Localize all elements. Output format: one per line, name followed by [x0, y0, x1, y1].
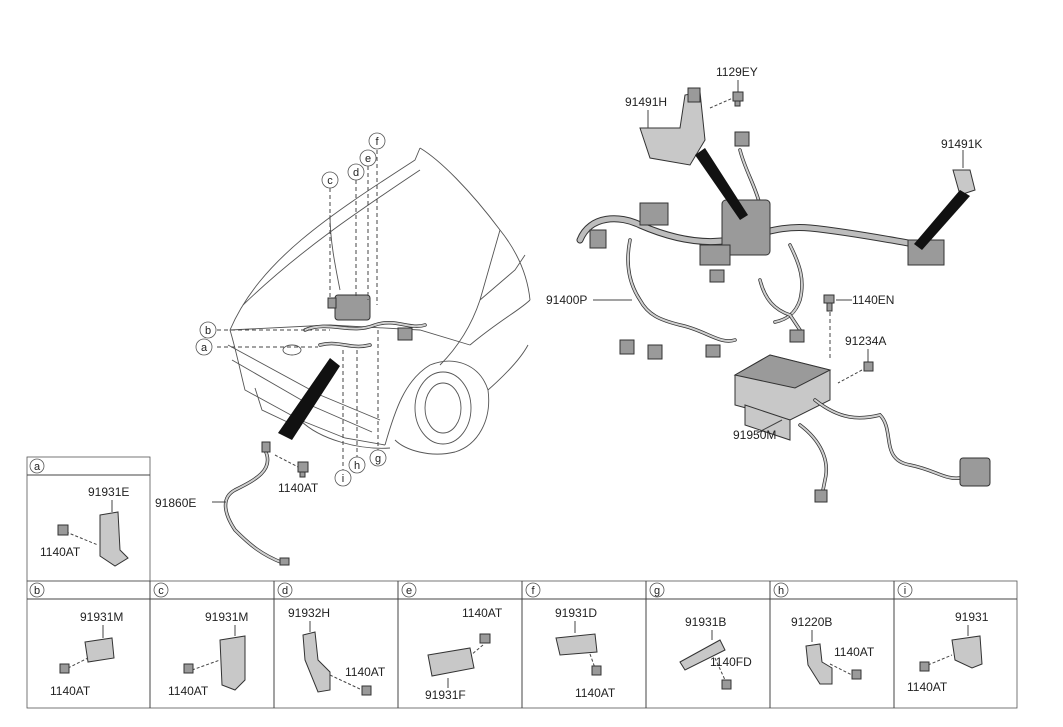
bolt-icon	[183, 663, 194, 674]
panel-g-letter: g	[654, 585, 660, 597]
panel-a-letter: a	[34, 461, 41, 473]
bolt-icon	[479, 633, 491, 644]
panel-c-bolt: 1140AT	[168, 684, 209, 698]
panel-b-letter: b	[34, 585, 40, 597]
bolt-icon	[823, 294, 835, 312]
callout-f: f	[375, 136, 379, 148]
callout-e: e	[365, 153, 371, 165]
bolt-icon	[297, 461, 309, 478]
label-1140EN: 1140EN	[852, 293, 894, 307]
detail-panel-e: e 1140AT 91931F	[401, 582, 503, 702]
bolt-icon	[361, 685, 372, 696]
callout-circles: f e d c b a g h i	[195, 132, 387, 487]
callout-b: b	[205, 325, 211, 337]
bracket-91491K	[952, 169, 976, 196]
bolt-icon	[721, 679, 732, 690]
panel-f-letter: f	[531, 585, 535, 597]
junction-box-91950M	[733, 354, 991, 503]
panel-a-bolt: 1140AT	[40, 545, 81, 559]
label-1140AT-main: 1140AT	[278, 481, 319, 495]
detail-panel-b: b 91931M 1140AT	[29, 582, 123, 698]
label-91400P: 91400P	[546, 293, 587, 307]
leader-91950M	[756, 419, 783, 434]
detail-panel-d: d 91932H 1140AT	[277, 582, 386, 696]
label-91950M: 91950M	[733, 428, 776, 442]
engine-bay-harness	[303, 294, 427, 349]
panel-b-bolt: 1140AT	[50, 684, 91, 698]
pointer-wedge-ground-cable	[278, 358, 340, 440]
panel-d-letter: d	[282, 585, 288, 597]
bolt-icon	[851, 669, 862, 680]
callout-i: i	[342, 473, 344, 485]
bolt-icon	[59, 663, 70, 674]
ground-cable-91860E	[212, 441, 309, 566]
dash-91234A	[837, 369, 863, 384]
detail-panel-i: i 91931 1140AT	[897, 582, 989, 694]
panel-e-bolt: 1140AT	[462, 606, 503, 620]
panel-f-bolt: 1140AT	[575, 686, 616, 700]
callout-a: a	[201, 342, 208, 354]
panel-d-bolt: 1140AT	[345, 665, 386, 679]
label-91491H: 91491H	[625, 95, 667, 109]
dash-1129EY	[709, 97, 734, 109]
bolt-icon	[591, 665, 602, 676]
detail-panel-h: h 91220B 1140AT	[773, 582, 875, 685]
callout-leader-lines	[217, 150, 379, 470]
vehicle-front-outline	[227, 147, 531, 455]
panel-e-part: 91931F	[425, 688, 466, 702]
bracket-91491H	[639, 87, 706, 166]
callout-h: h	[354, 460, 360, 472]
callout-g: g	[375, 453, 381, 465]
panel-a-part: 91931E	[88, 485, 129, 499]
panel-g-part: 91931B	[685, 615, 726, 629]
panel-h-bolt: 1140AT	[834, 645, 875, 659]
callout-c: c	[327, 175, 333, 187]
panel-h-letter: h	[778, 585, 784, 597]
callout-d: d	[353, 167, 359, 179]
bolt-icon	[57, 524, 69, 536]
label-91860E: 91860E	[155, 496, 196, 510]
main-harness-91400P	[576, 131, 945, 360]
detail-panel-f: f 91931D 1140AT	[525, 582, 616, 700]
label-91491K: 91491K	[941, 137, 982, 151]
panel-g-bolt: 1140FD	[710, 655, 752, 669]
label-91234A: 91234A	[845, 334, 886, 348]
pointer-wedge-91491H	[695, 148, 748, 220]
label-1129EY: 1129EY	[716, 65, 758, 79]
panel-c-letter: c	[158, 585, 164, 597]
detail-panel-c: c 91931M 1140AT	[153, 582, 248, 698]
detail-panel-a: a 91931E 1140AT	[26, 456, 151, 582]
bolt-icon	[863, 361, 874, 372]
detail-panel-g: g 91931B 1140FD	[649, 582, 752, 690]
bolt-icon	[919, 661, 930, 672]
panel-b-part: 91931M	[80, 610, 123, 624]
panel-f-part: 91931D	[555, 606, 597, 620]
pointer-wedge-91491K	[914, 190, 970, 250]
bolt-icon	[732, 91, 744, 107]
panel-d-part: 91932H	[288, 606, 330, 620]
panel-i-part: 91931	[955, 610, 989, 624]
bottom-detail-strip	[26, 580, 1018, 709]
panel-i-bolt: 1140AT	[907, 680, 948, 694]
panel-c-part: 91931M	[205, 610, 248, 624]
panel-e-letter: e	[406, 585, 412, 597]
panel-h-part: 91220B	[791, 615, 832, 629]
panel-i-letter: i	[904, 585, 906, 597]
